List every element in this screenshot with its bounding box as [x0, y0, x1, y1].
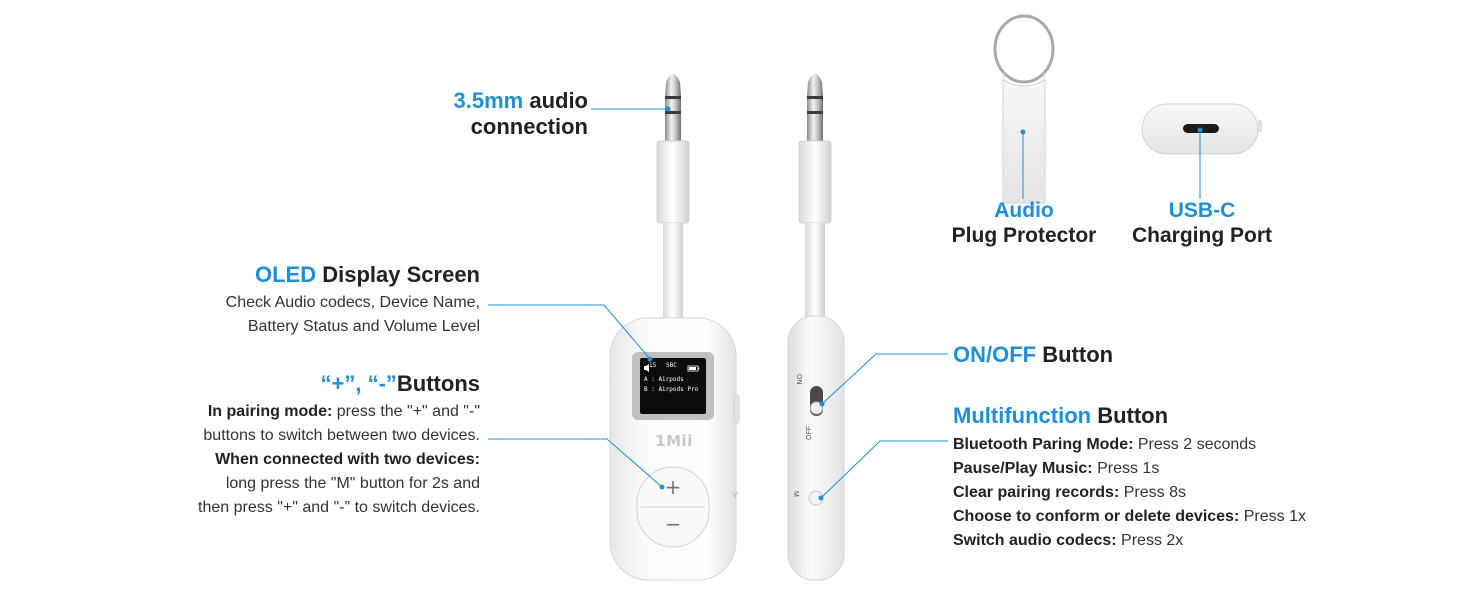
audio-connection-callout: 3.5mm audio connection	[380, 88, 589, 140]
multifunction-item: Switch audio codecs: Press 2x	[953, 529, 1433, 553]
multifunction-item-bold: Clear pairing records:	[953, 484, 1120, 501]
multifunction-item: Choose to conform or delete devices: Pre…	[953, 505, 1433, 529]
oled-title-rest: Display Screen	[316, 262, 480, 287]
audio-connection-line2: connection	[470, 114, 588, 139]
screen-device-b: B : Airpods Pro	[644, 386, 699, 393]
audio-connection-title: 3.5mm audio	[380, 88, 589, 114]
plus-minus-title-highlight: “+”, “-”	[320, 371, 397, 396]
power-slider-knob[interactable]	[810, 401, 823, 415]
front-cable-head	[656, 140, 690, 224]
plus-button[interactable]: +	[664, 475, 682, 499]
oled-callout: OLED Display Screen Check Audio codecs, …	[150, 262, 480, 339]
screen-volume: 15	[649, 362, 657, 369]
multifunction-item-rest: Press 8s	[1119, 484, 1186, 501]
audio-connection-rest: audio	[523, 88, 588, 113]
plus-minus-callout: “+”, “-”Buttons In pairing mode: press t…	[120, 371, 480, 520]
multifunction-callout: Multifunction Button Bluetooth Paring Mo…	[953, 403, 1433, 553]
multifunction-item-bold: Pause/Play Music:	[953, 460, 1093, 477]
oled-screen	[640, 358, 706, 414]
leader-on-off	[821, 353, 948, 405]
battery-icon	[687, 365, 700, 372]
leader-oled	[488, 304, 651, 360]
multifunction-item-bold: Choose to conform or delete devices:	[953, 508, 1240, 525]
switch-on-label: ON	[795, 374, 802, 385]
side-device	[787, 74, 845, 581]
protector-cap	[1002, 79, 1046, 204]
front-cable	[663, 223, 683, 323]
plus-minus-line2: buttons to switch between two devices.	[203, 427, 480, 444]
multifunction-item: Clear pairing records: Press 8s	[953, 481, 1433, 505]
brand-logo: 1Mii	[655, 432, 693, 450]
plus-minus-line5: then press "+" and "-" to switch devices…	[198, 499, 480, 516]
multifunction-item-rest: Press 1x	[1239, 508, 1306, 525]
oled-title: OLED Display Screen	[150, 262, 480, 288]
leader-lines	[488, 106, 1203, 501]
multifunction-title: Multifunction Button	[953, 403, 1433, 429]
multifunction-item-bold: Switch audio codecs:	[953, 532, 1117, 549]
plus-minus-line4: long press the "M" button for 2s and	[225, 475, 480, 492]
plug-protector-subtitle: Plug Protector	[951, 224, 1097, 247]
on-off-title-highlight: ON/OFF	[953, 342, 1037, 367]
multifunction-item: Bluetooth Paring Mode: Press 2 seconds	[953, 433, 1433, 457]
volume-icon	[644, 364, 649, 372]
multifunction-item-rest: Press 1s	[1092, 460, 1160, 477]
plug-protector-illustration	[993, 14, 1055, 204]
minus-button[interactable]: −	[664, 512, 682, 536]
key-ring	[993, 14, 1055, 84]
multifunction-title-rest: Button	[1091, 403, 1169, 428]
m-button-label: M	[792, 491, 799, 497]
screen-codec: SBC	[666, 362, 677, 369]
usb-c-subtitle: Charging Port	[1132, 224, 1272, 247]
multifunction-title-highlight: Multifunction	[953, 403, 1092, 428]
multifunction-item-rest: Press 2 seconds	[1133, 436, 1257, 453]
on-off-callout: ON/OFF Button	[953, 342, 1253, 368]
oled-desc-line1: Check Audio codecs, Device Name,	[225, 294, 480, 311]
plug-protector-title: Audio	[994, 199, 1054, 222]
plus-minus-line3: When connected with two devices:	[120, 448, 480, 472]
audio-connection-highlight: 3.5mm	[453, 88, 524, 113]
on-off-title-rest: Button	[1036, 342, 1114, 367]
multifunction-item: Pause/Play Music: Press 1s	[953, 457, 1433, 481]
side-body	[787, 315, 845, 581]
plus-minus-line1-bold: In pairing mode:	[207, 403, 333, 420]
usb-c-title: USB-C	[1168, 199, 1236, 222]
plus-minus-title-rest: Buttons	[396, 371, 480, 396]
plus-minus-line1-rest: press the "+" and "-"	[332, 403, 480, 420]
front-device	[609, 74, 740, 581]
oled-title-highlight: OLED	[255, 262, 317, 287]
multifunction-item-rest: Press 2x	[1116, 532, 1184, 549]
leader-multifunction	[820, 440, 948, 499]
switch-off-label: OFF	[806, 426, 813, 440]
plus-minus-line1: In pairing mode: press the "+" and "-"	[120, 400, 480, 424]
leader-plus-minus	[488, 438, 663, 488]
plug-protector-callout: Audio Plug Protector	[924, 198, 1124, 248]
oled-desc-line2: Battery Status and Volume Level	[247, 318, 480, 335]
screen-device-a: A : Airpods	[644, 376, 684, 383]
usb-c-callout: USB-C Charging Port	[1106, 198, 1298, 248]
multifunction-item-bold: Bluetooth Paring Mode:	[953, 436, 1134, 453]
plus-minus-title: “+”, “-”Buttons	[120, 371, 481, 397]
side-audio-jack	[807, 74, 823, 141]
plus-minus-line3-bold: When connected with two devices:	[215, 451, 480, 468]
